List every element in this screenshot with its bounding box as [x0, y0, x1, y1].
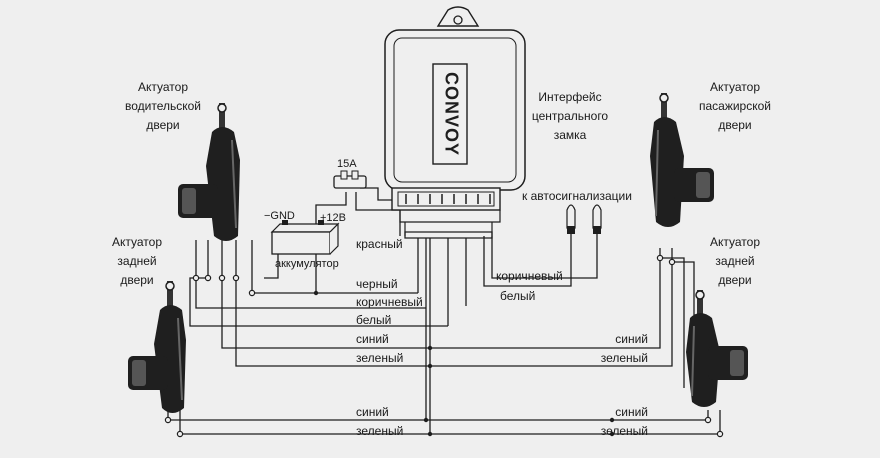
brand-plate — [432, 63, 468, 165]
actuator-driver-front — [178, 103, 240, 241]
mounting-hole — [453, 15, 463, 25]
actuator-left-rear — [128, 281, 186, 413]
central-lock-interface: CONVOY — [384, 6, 526, 236]
label-wire-black: черный — [356, 277, 398, 291]
label-left-rear-actuator: Актуатор задней двери — [111, 235, 162, 287]
label-wire-red: красный — [356, 237, 403, 251]
label-fuse: 15A — [337, 158, 357, 170]
label-passenger-actuator: Актуатор пасажирской двери — [698, 80, 771, 132]
label-plus12: +12В — [320, 212, 346, 224]
label-wire-green-left: зеленый — [356, 351, 404, 365]
label-gnd: −GND — [264, 210, 295, 222]
label-wire-green-bottom-right: зеленый — [600, 424, 648, 438]
label-wire-green-right: зеленый — [600, 351, 648, 365]
fuse — [333, 170, 367, 189]
label-wire-brown-alarm: коричневый — [496, 269, 563, 283]
wires — [167, 187, 721, 435]
label-wire-blue-bottom-right: синий — [615, 405, 648, 419]
label-wire-brown: коричневый — [356, 295, 423, 309]
junctions — [164, 254, 724, 438]
label-wire-white: белый — [356, 313, 392, 327]
alarm-connectors — [566, 204, 602, 234]
label-alarm: к автосигнализации — [522, 189, 632, 203]
wire-connector — [391, 187, 501, 211]
label-right-rear-actuator: Актуатор задней двери — [709, 235, 760, 287]
label-interface: Интерфейс центрального замка — [531, 90, 609, 142]
label-wire-blue-bottom-left: синий — [356, 405, 389, 419]
battery — [270, 220, 340, 255]
actuator-passenger-front — [650, 93, 714, 227]
actuator-right-rear — [686, 290, 748, 407]
label-wire-white-alarm: белый — [500, 289, 536, 303]
label-battery: аккумулятор — [275, 258, 339, 270]
label-wire-green-bottom-left: зеленый — [356, 424, 404, 438]
label-driver-actuator: Актуатор водительской двери — [124, 80, 201, 132]
brand-logo: CONVOY — [441, 72, 461, 156]
label-wire-blue-right: синий — [615, 332, 648, 346]
label-wire-blue-left: синий — [356, 332, 389, 346]
